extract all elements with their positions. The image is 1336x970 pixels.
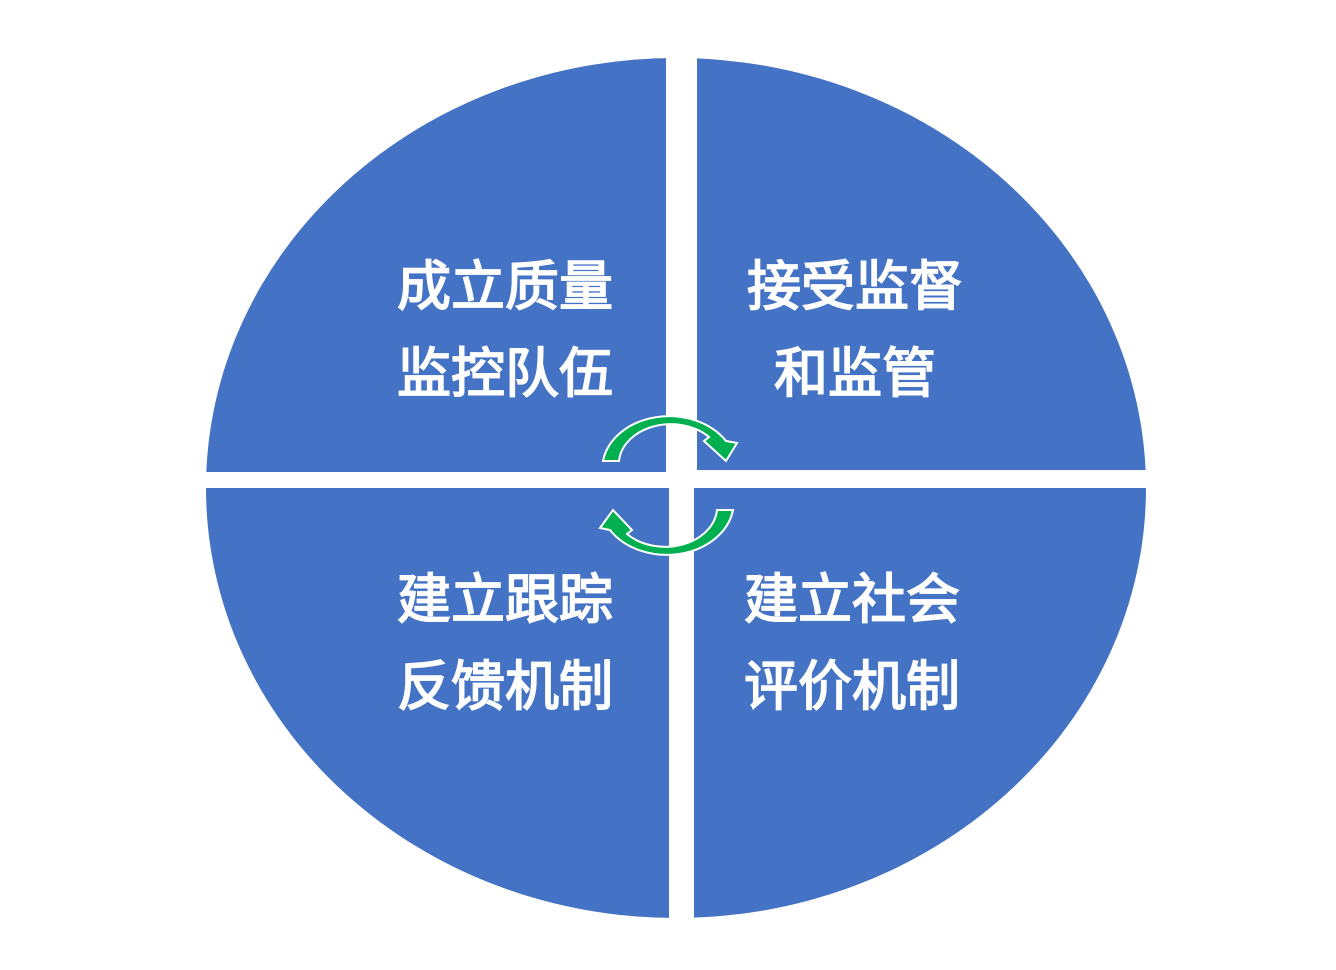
quadrant-bottom-right-line1: 建立社会 bbox=[744, 568, 960, 631]
quadrant-top-right-line2: 和监管 bbox=[774, 342, 936, 405]
quadrant-bottom-left-line2: 反馈机制 bbox=[397, 655, 613, 718]
quadrant-bottom-right-line2: 评价机制 bbox=[744, 655, 960, 718]
quadrant-top-left-line1: 成立质量 bbox=[397, 255, 613, 318]
cycle-arrow-bottom-icon bbox=[598, 508, 735, 556]
quadrant-bottom-left-line1: 建立跟踪 bbox=[397, 568, 613, 631]
cycle-arrow-top-icon bbox=[601, 415, 739, 463]
quadrant-top-right-line1: 接受监督 bbox=[747, 255, 963, 318]
quadrant-top-left-line2: 监控队伍 bbox=[397, 342, 613, 405]
